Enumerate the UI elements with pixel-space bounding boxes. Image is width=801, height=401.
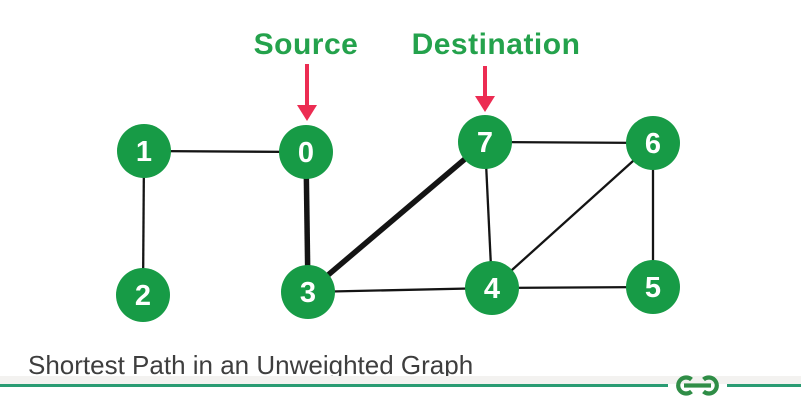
edge-7-6 [484,140,654,145]
graph-node-circle-2 [116,268,170,322]
graph-node-label-7: 7 [477,127,493,159]
footer-line-right [727,384,801,387]
graph-node-7: 7 [458,115,512,169]
graph-node-circle-1 [117,124,171,178]
graph-node-5: 5 [626,260,680,314]
footer-band [0,376,801,384]
logo-left-g [676,375,693,396]
graph-node-3: 3 [281,265,335,319]
edge-3-7-shortest-path [306,139,487,295]
footer-rule [0,375,801,396]
graph-node-circle-0 [279,125,333,179]
graph-node-6: 6 [626,116,680,170]
source-arrow-head [297,105,317,121]
destination-arrow-head [475,96,495,112]
graph-node-label-3: 3 [300,277,316,309]
source-arrow [297,64,317,121]
graph-node-1: 1 [117,124,171,178]
graph-node-4: 4 [465,261,519,315]
graph-node-label-1: 1 [136,136,152,168]
graph-node-0: 0 [279,125,333,179]
graph-node-circle-3 [281,265,335,319]
graph-node-label-2: 2 [135,280,151,312]
destination-arrow [475,66,495,112]
destination-label: Destination [411,28,581,61]
graph-node-label-4: 4 [484,273,500,305]
source-label: Source [253,28,359,61]
logo-right-g [702,375,719,396]
footer-line-left [0,384,668,387]
edge-6-4 [491,142,654,289]
caption-title: Shortest Path in an Unweighted Graph [28,350,474,380]
graph-node-2: 2 [116,268,170,322]
graph-node-circle-4 [465,261,519,315]
geeksforgeeks-logo [676,375,719,396]
graph-node-circle-7 [458,115,512,169]
graph-node-label-5: 5 [645,272,661,304]
edge-1-0 [143,149,307,154]
graph-node-label-0: 0 [298,137,314,169]
graph-node-circle-6 [626,116,680,170]
edge-3-4 [307,286,493,294]
graph-node-label-6: 6 [645,128,661,160]
graph-node-circle-5 [626,260,680,314]
